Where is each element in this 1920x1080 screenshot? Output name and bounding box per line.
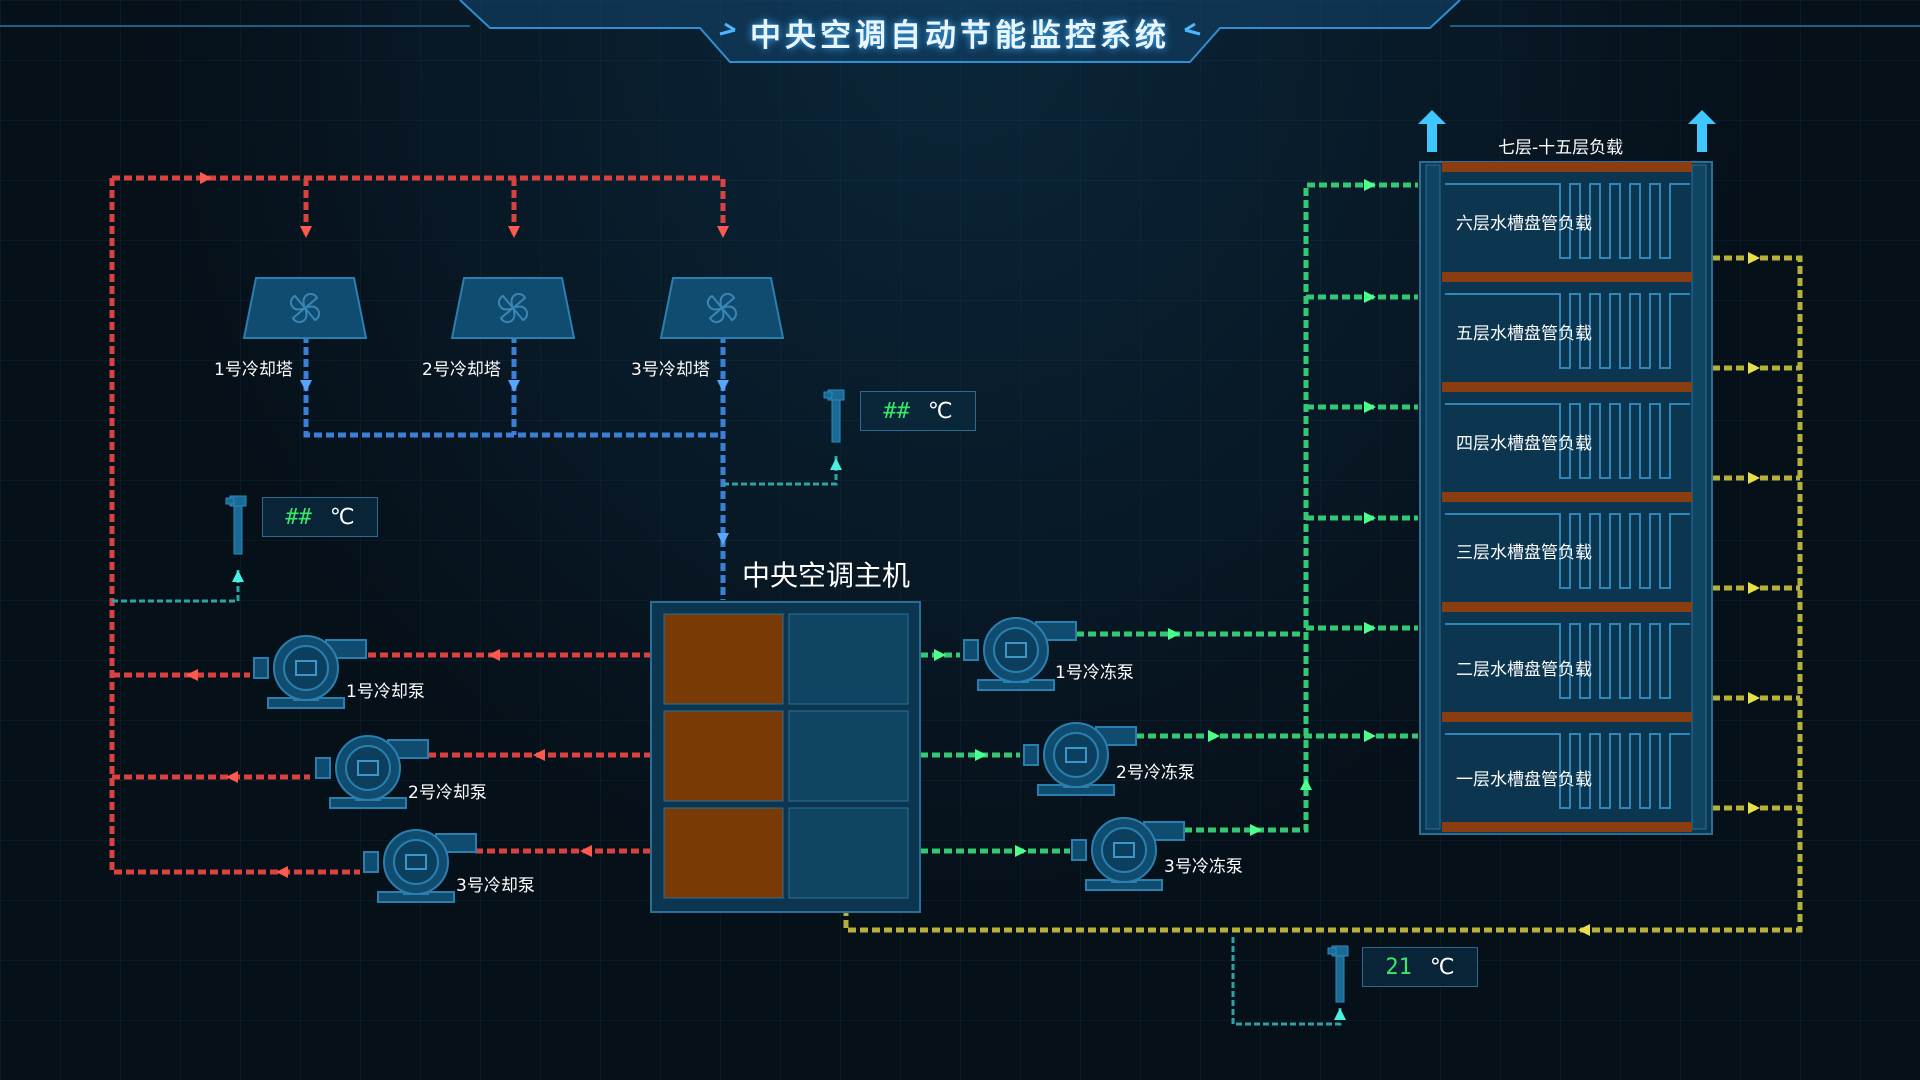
floor-divider: [1442, 712, 1692, 722]
floor-divider: [1442, 272, 1692, 282]
cooling-pump-label: 2号冷却泵: [408, 783, 487, 803]
coil-pattern: [1445, 623, 1690, 699]
chilled-supply-pipes: [920, 182, 1418, 854]
chilled-pump-1[interactable]: [963, 617, 1077, 691]
cooling-tower-label: 1号冷却塔: [214, 360, 293, 380]
cooling-tower-2[interactable]: [450, 277, 576, 339]
chilled-pump-2[interactable]: [1023, 722, 1137, 796]
temperature-unit: ℃: [329, 504, 355, 530]
floor-label: 三层水槽盘管负载: [1456, 543, 1592, 563]
tower-return-arrows: [300, 380, 729, 545]
coil-pattern: [1445, 733, 1690, 809]
coil-pattern: [1445, 293, 1690, 369]
cooling-tower-label: 2号冷却塔: [422, 360, 501, 380]
floor-divider: [1442, 382, 1692, 392]
hot-flow-arrows: [186, 172, 729, 878]
cooling-pump-label: 3号冷却泵: [456, 876, 535, 896]
floor-label: 五层水槽盘管负载: [1456, 324, 1592, 344]
temperature-unit: ℃: [1429, 954, 1455, 980]
return-arrows: [1578, 252, 1760, 936]
cooling-tower-3[interactable]: [659, 277, 785, 339]
cooling-pump-1[interactable]: [253, 635, 367, 709]
cooling-tower-label: 3号冷却塔: [631, 360, 710, 380]
coil-pattern: [1445, 183, 1690, 259]
temperature-value: 21: [1385, 954, 1412, 980]
chilled-pump-3[interactable]: [1071, 817, 1185, 891]
temperature-value: ##: [883, 398, 910, 424]
cooling-tower-1[interactable]: [242, 277, 368, 339]
cooling-pump-label: 1号冷却泵: [346, 682, 425, 702]
cooling-pump-3[interactable]: [363, 829, 477, 903]
floor-label: 二层水槽盘管负载: [1456, 660, 1592, 680]
sensor-arrows: [232, 458, 1346, 1020]
arrow-up-icon: [1418, 110, 1716, 152]
header-frame: [0, 0, 1920, 63]
floor-divider: [1442, 162, 1692, 172]
cooling-pump-2[interactable]: [315, 735, 429, 809]
coil-pattern: [1445, 403, 1690, 479]
hot-water-pipes: [109, 175, 726, 875]
chilled-pump-label: 2号冷冻泵: [1116, 763, 1195, 783]
floor-divider: [1442, 492, 1692, 502]
floor-label: 四层水槽盘管负载: [1456, 434, 1592, 454]
chilled-pump-label: 3号冷冻泵: [1164, 857, 1243, 877]
coil-pattern: [1445, 513, 1690, 589]
floor-divider: [1442, 602, 1692, 612]
load-title: 七层-十五层负载: [1498, 138, 1624, 158]
floor-divider: [1442, 822, 1692, 832]
chiller-unit[interactable]: [650, 601, 921, 913]
page-title: 中央空调自动节能监控系统: [750, 18, 1170, 54]
fan-icon: [706, 292, 738, 324]
temperature-readout: ## ℃: [860, 391, 976, 431]
chilled-supply-arrows: [934, 179, 1376, 857]
temperature-unit: ℃: [927, 398, 953, 424]
temperature-readout: 21 ℃: [1362, 947, 1478, 987]
thermometer-icon: [225, 389, 1349, 1003]
chiller-title: 中央空调主机: [742, 559, 911, 592]
chilled-pump-label: 1号冷冻泵: [1055, 663, 1134, 683]
fan-icon: [497, 292, 529, 324]
fan-icon: [289, 292, 321, 324]
floor-label: 六层水槽盘管负载: [1456, 214, 1592, 234]
floor-label: 一层水槽盘管负载: [1456, 770, 1592, 790]
temperature-readout: ## ℃: [262, 497, 378, 537]
temperature-value: ##: [285, 504, 312, 530]
